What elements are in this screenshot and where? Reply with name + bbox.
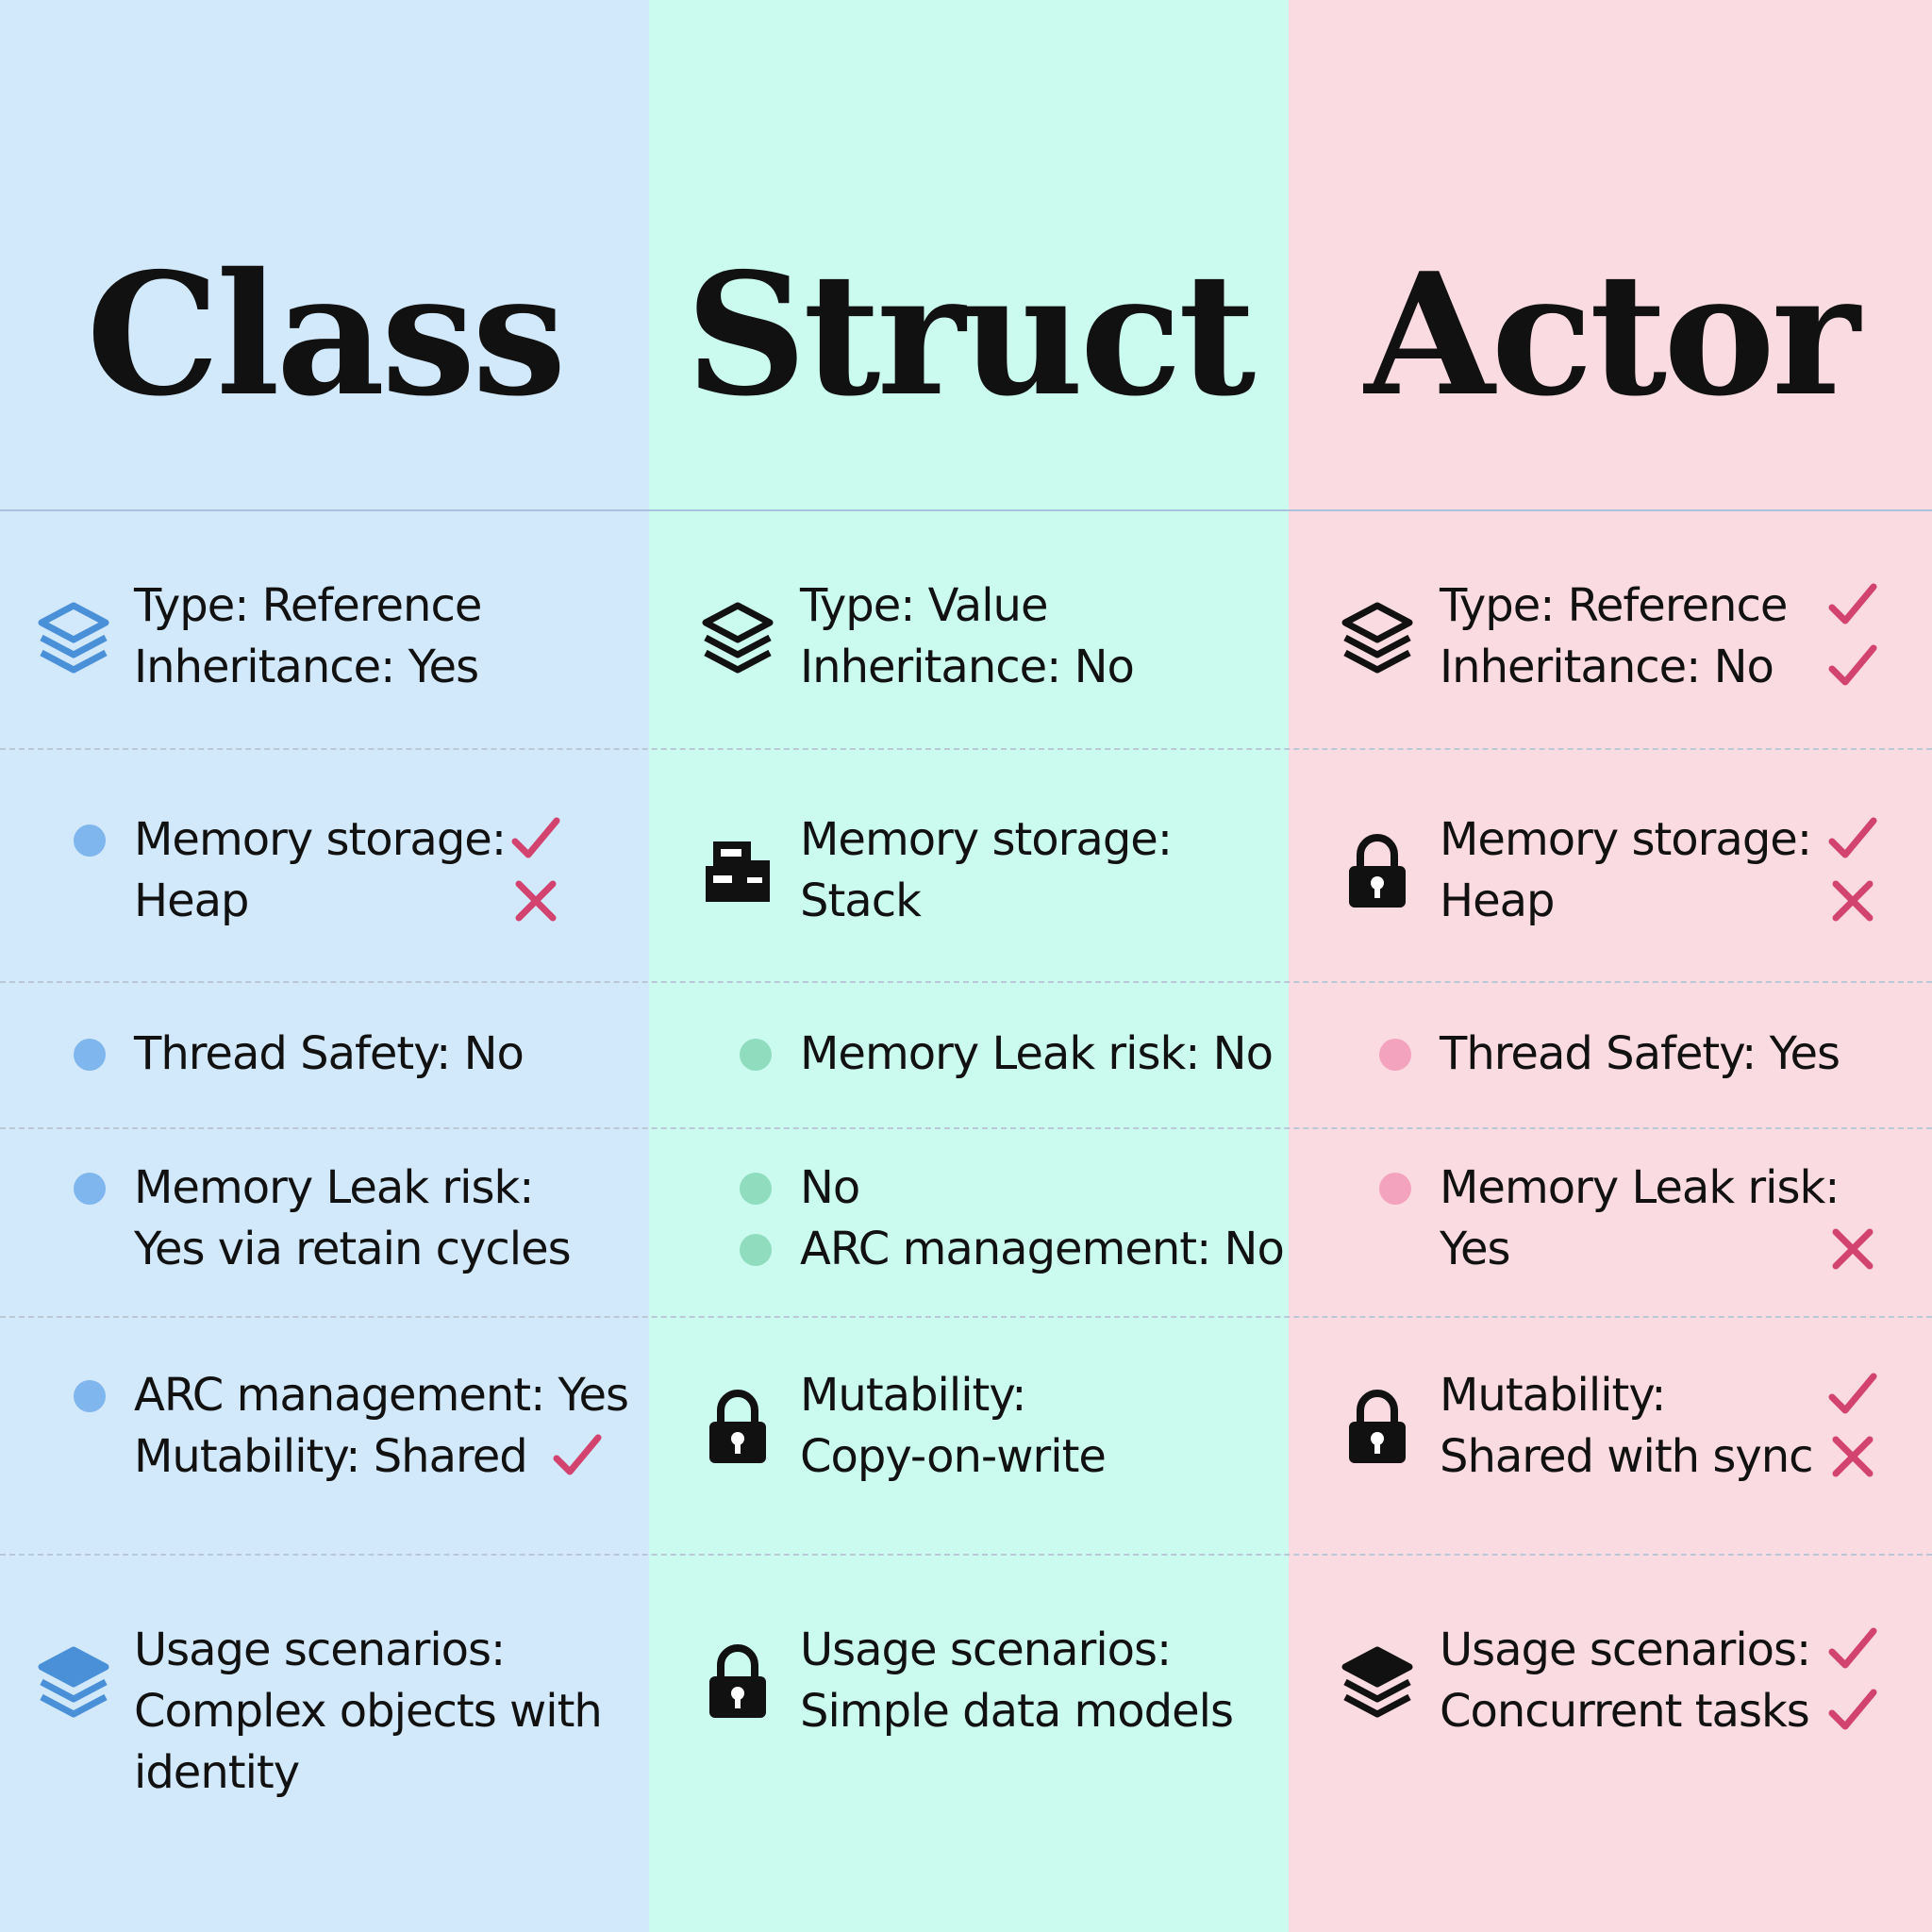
- cross-mark-icon: [1832, 1228, 1874, 1270]
- cell-text-line: Memory Leak risk: No: [800, 1027, 1274, 1080]
- struct-title: Struct: [685, 236, 1257, 433]
- cell-text-line: Type: Value: [800, 579, 1048, 632]
- row-divider: [0, 981, 1932, 983]
- lock-icon: [709, 1390, 766, 1463]
- cell-text-line: Memory storage:: [134, 813, 507, 866]
- cell-text-line: Mutability:: [1440, 1369, 1666, 1422]
- cross-mark-icon: [1832, 880, 1874, 922]
- cell-text-line: Usage scenarios:: [134, 1624, 506, 1676]
- actor-title: Actor: [1364, 236, 1859, 433]
- cell-text-line: ARC management: Yes: [134, 1369, 629, 1422]
- class-column: Class: [0, 0, 649, 1932]
- check-mark-icon: [1828, 644, 1877, 686]
- layers-icon: [38, 602, 109, 674]
- cell-text-line: Heap: [1440, 874, 1556, 927]
- cell-text-line: Usage scenarios:: [1440, 1624, 1811, 1676]
- bullet-dot-icon: [74, 1173, 106, 1205]
- check-mark-icon: [1828, 817, 1877, 858]
- cell-text-line: Complex objects with: [134, 1685, 603, 1738]
- class-title: Class: [86, 236, 566, 433]
- header-divider: [0, 509, 1932, 511]
- check-mark-icon: [1828, 1627, 1877, 1669]
- cell-text-line: Shared with sync: [1440, 1430, 1814, 1483]
- cell-text-line: Mutability: Shared: [134, 1430, 528, 1483]
- lock-icon: [1349, 1390, 1406, 1463]
- check-mark-icon: [1828, 1373, 1877, 1414]
- check-mark-icon: [553, 1434, 602, 1475]
- cell-text-line: Memory storage:: [800, 813, 1173, 866]
- cell-text-line: Yes: [1440, 1223, 1510, 1275]
- cell-text-line: Heap: [134, 874, 250, 927]
- cell-text-line: Memory storage:: [1440, 813, 1812, 866]
- check-mark-icon: [1828, 1689, 1877, 1730]
- row-divider: [0, 1554, 1932, 1556]
- cell-text-line: Mutability:: [800, 1369, 1026, 1422]
- cell-text-line: Concurrent tasks: [1440, 1685, 1810, 1738]
- bullet-dot-icon: [74, 824, 106, 857]
- struct-column: Struct: [649, 0, 1289, 1932]
- cell-text-line: Stack: [800, 874, 922, 927]
- cell-text-line: Memory Leak risk:: [134, 1161, 534, 1214]
- cell-text-line: Type: Reference: [134, 579, 482, 632]
- cell-text-line: Inheritance: No: [1440, 641, 1774, 693]
- stack-icon: [1341, 1646, 1413, 1718]
- cross-mark-icon: [1832, 1436, 1874, 1477]
- lock-icon: [1349, 834, 1406, 908]
- bullet-dot-icon: [740, 1234, 772, 1266]
- cell-text-line: Inheritance: No: [800, 641, 1135, 693]
- bullet-dot-icon: [1379, 1173, 1411, 1205]
- bullet-dot-icon: [74, 1380, 106, 1412]
- cell-text-line: Simple data models: [800, 1685, 1234, 1738]
- actor-column: Actor: [1289, 0, 1932, 1932]
- cell-text-line: Memory Leak risk:: [1440, 1161, 1840, 1214]
- boxes-icon: [706, 841, 770, 902]
- cell-text-line: Inheritance: Yes: [134, 641, 479, 693]
- layers-icon: [702, 602, 774, 674]
- bullet-dot-icon: [740, 1039, 772, 1071]
- cell-text-line: identity: [134, 1746, 300, 1799]
- cell-text-line: Copy-on-write: [800, 1430, 1107, 1483]
- bullet-dot-icon: [1379, 1039, 1411, 1071]
- cell-text-line: Yes via retain cycles: [134, 1223, 572, 1275]
- bullet-dot-icon: [740, 1173, 772, 1205]
- row-divider: [0, 1127, 1932, 1129]
- row-divider: [0, 1316, 1932, 1318]
- row-divider: [0, 748, 1932, 750]
- stack-icon: [38, 1646, 109, 1718]
- lock-icon: [709, 1644, 766, 1718]
- layers-icon: [1341, 602, 1413, 674]
- cell-text-line: ARC management: No: [800, 1223, 1285, 1275]
- cross-mark-icon: [515, 880, 557, 922]
- check-mark-icon: [511, 817, 560, 858]
- check-mark-icon: [1828, 583, 1877, 625]
- cell-text-line: Thread Safety: Yes: [1440, 1027, 1840, 1080]
- cell-text-line: Type: Reference: [1440, 579, 1788, 632]
- cell-text-line: Usage scenarios:: [800, 1624, 1172, 1676]
- cell-text-line: Thread Safety: No: [134, 1027, 525, 1080]
- cell-text-line: No: [800, 1161, 860, 1214]
- bullet-dot-icon: [74, 1039, 106, 1071]
